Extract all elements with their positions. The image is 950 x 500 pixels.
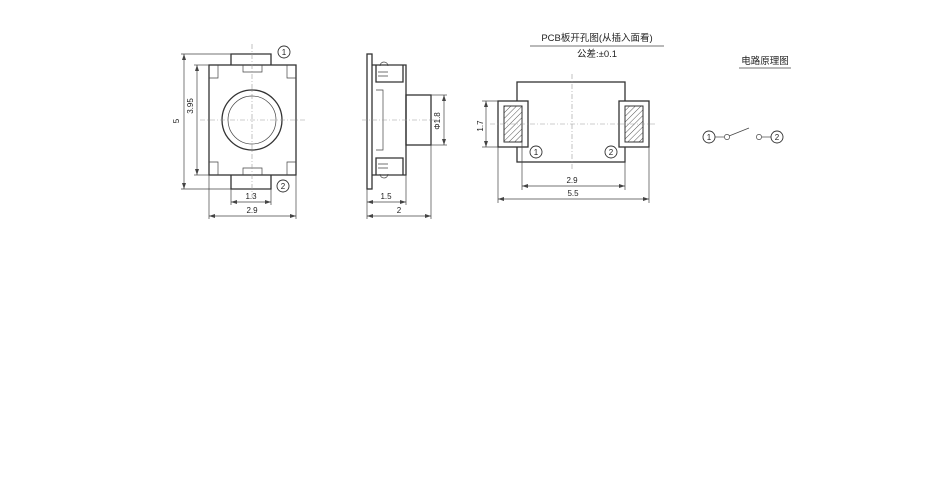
dim-pcb-outer: 5.5 [567, 189, 579, 198]
pin-1-marker [277, 45, 291, 59]
top-view: 5 3.95 1.3 2.9 1 2 [172, 44, 305, 219]
svg-text:1: 1 [534, 148, 539, 157]
dim-pcb-inner: 2.9 [566, 176, 578, 185]
switch-contact [728, 127, 750, 137]
svg-text:2: 2 [281, 182, 286, 191]
side-view: Φ1.8 1.5 2 [362, 53, 447, 219]
circuit-title: 电路原理图 [741, 55, 789, 67]
dim-body-width: 2.9 [246, 206, 258, 215]
top-terminal-lower [230, 175, 272, 190]
top-terminal-upper [230, 53, 272, 65]
svg-text:2: 2 [609, 148, 614, 157]
circuit-pin-2 [770, 130, 784, 144]
pcb-pin-1-marker [529, 145, 543, 159]
side-base-plate [366, 53, 373, 190]
circuit-diagram: 电路原理图 1 2 [702, 55, 791, 144]
dim-pad-height: 1.7 [476, 120, 485, 132]
pcb-layout-view: PCB板开孔图(从插入面看) 公差:±0.1 1.7 2.9 5.5 [476, 32, 664, 203]
dim-overall-height: 5 [172, 118, 181, 123]
dim-side-2: 2 [397, 206, 402, 215]
pcb-pin-2-marker [604, 145, 618, 159]
dim-terminal-width: 1.3 [245, 192, 257, 201]
svg-text:2: 2 [775, 133, 780, 142]
svg-text:1: 1 [707, 133, 712, 142]
top-body [208, 64, 297, 176]
svg-text:1: 1 [282, 48, 287, 57]
dim-body-height: 3.95 [186, 98, 195, 114]
pcb-title: PCB板开孔图(从插入面看) [541, 32, 652, 44]
dim-side-1: 1.5 [380, 192, 392, 201]
dim-actuator-diameter: Φ1.8 [433, 112, 442, 130]
pin-2-marker [276, 179, 290, 193]
pcb-tolerance: 公差:±0.1 [577, 48, 617, 60]
